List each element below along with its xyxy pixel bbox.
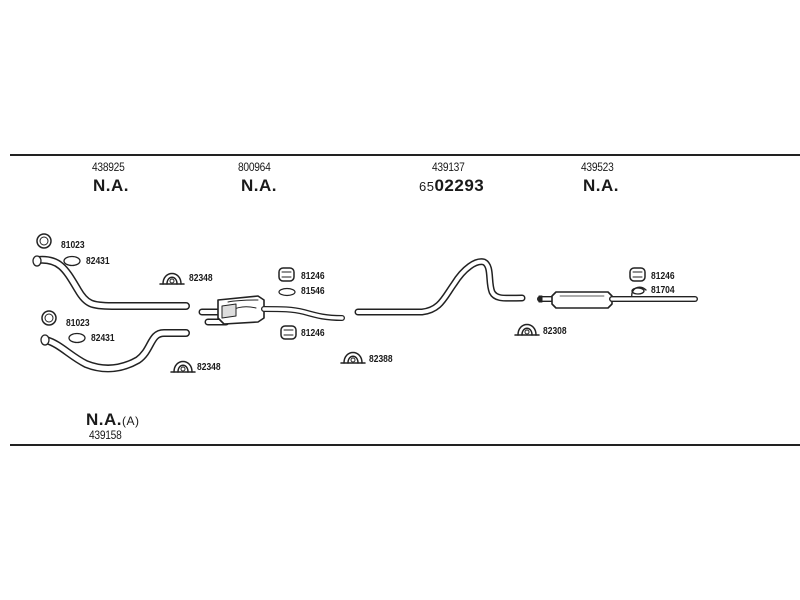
ref-81546: 81546 <box>301 286 325 297</box>
gasket-82431-b <box>68 332 86 344</box>
label-na-bottom-main: N.A. <box>86 410 122 429</box>
ref-82348-b: 82348 <box>197 362 221 373</box>
part-number-439523: 439523 <box>581 160 614 174</box>
part-number-438925: 438925 <box>92 160 125 174</box>
ref-81023-b: 81023 <box>66 318 90 329</box>
part-number-439158: 439158 <box>89 428 122 442</box>
front-pipe-lower <box>40 329 190 373</box>
ref-81246-c: 81246 <box>651 271 675 282</box>
ref-82388: 82388 <box>369 354 393 365</box>
label-prefix: 65 <box>419 179 435 194</box>
part-number-800964: 800964 <box>238 160 271 174</box>
ref-81704: 81704 <box>651 285 675 296</box>
ref-82431-a: 82431 <box>86 256 110 267</box>
ref-82348-a: 82348 <box>189 273 213 284</box>
bracket-81546 <box>278 287 296 297</box>
label-na-bottom: N.A.(A) <box>86 410 140 430</box>
label-na-2: N.A. <box>241 176 277 195</box>
gasket-ring-81023-b <box>41 310 57 326</box>
label-na-bottom-suffix: (A) <box>122 414 140 428</box>
clamp-82348-a <box>159 272 185 285</box>
clamp-82388 <box>340 351 366 364</box>
front-silencer <box>198 295 345 326</box>
gasket-82431-a <box>63 255 81 267</box>
ref-81246-b: 81246 <box>301 328 325 339</box>
hanger-81246-c <box>629 267 646 282</box>
hanger-81246-b <box>280 325 297 340</box>
bottom-divider <box>10 444 800 446</box>
top-divider <box>10 154 800 156</box>
gasket-ring-81023-a <box>36 233 52 249</box>
label-na-4: N.A. <box>583 176 619 195</box>
part-number-439137: 439137 <box>432 160 465 174</box>
clamp-82348-b <box>170 360 196 373</box>
label-6502293: 6502293 <box>419 176 484 196</box>
clamp-82308 <box>514 323 540 336</box>
center-pipe <box>354 258 526 316</box>
ref-82431-b: 82431 <box>91 333 115 344</box>
bracket-81704 <box>631 286 647 299</box>
rear-silencer <box>537 291 698 309</box>
front-pipe-upper <box>32 255 190 310</box>
label-main: 02293 <box>434 176 485 195</box>
ref-81023-a: 81023 <box>61 240 85 251</box>
ref-82308: 82308 <box>543 326 567 337</box>
hanger-81246-a <box>278 267 295 282</box>
label-na-1: N.A. <box>93 176 129 195</box>
ref-81246-a: 81246 <box>301 271 325 282</box>
